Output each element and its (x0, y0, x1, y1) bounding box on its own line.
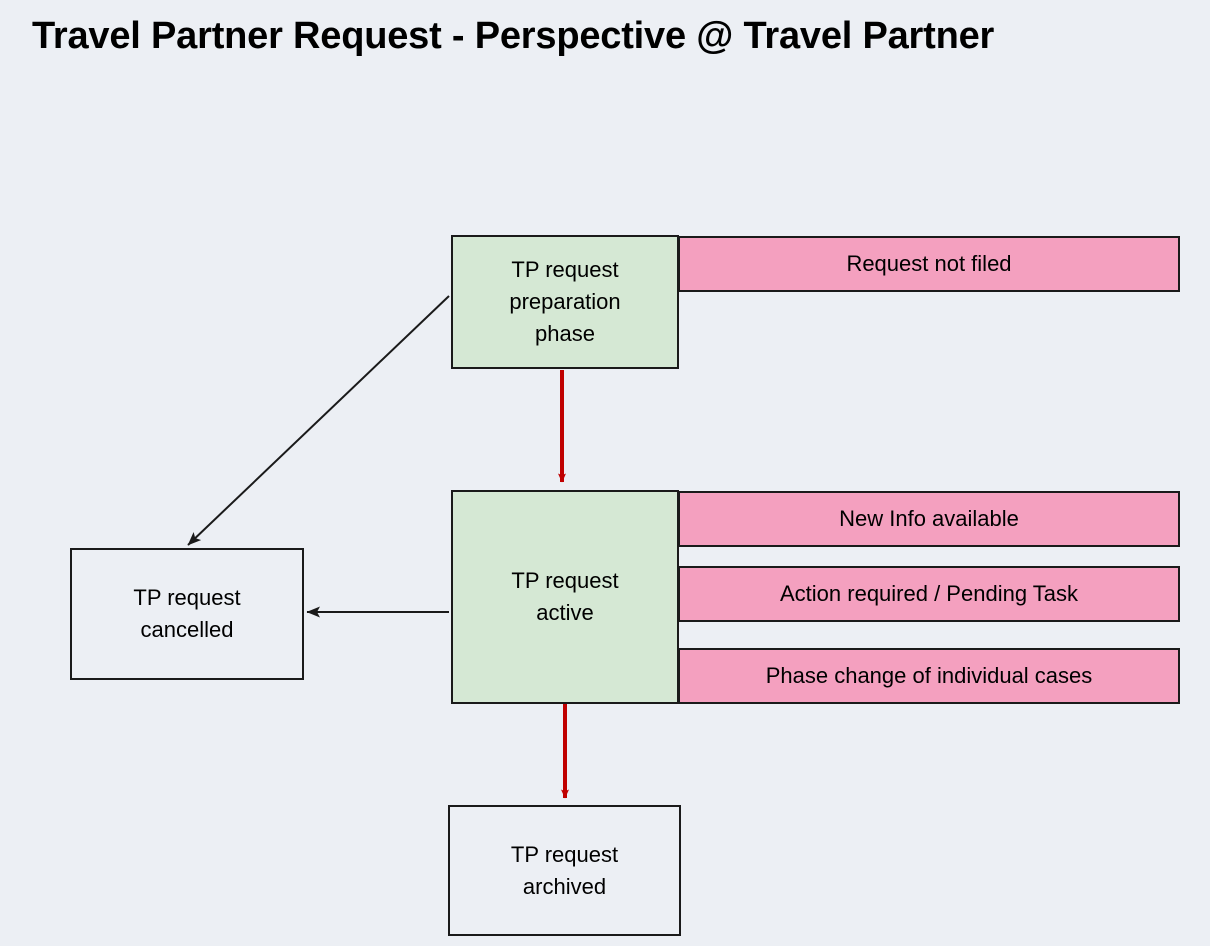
event-label-request-not-filed: Request not filed (846, 251, 1012, 277)
state-label-cancelled-line1: TP request (133, 585, 241, 611)
state-label-active-line1: TP request (511, 568, 619, 594)
state-node-cancelled[interactable]: TP request cancelled (70, 548, 304, 680)
event-label-new-info-available: New Info available (839, 506, 1019, 532)
state-label-preparation-line2: preparation (509, 289, 621, 315)
event-label-action-required-pending-task: Action required / Pending Task (780, 581, 1078, 607)
event-node-phase-change-individual-cases[interactable]: Phase change of individual cases (678, 648, 1180, 704)
event-label-phase-change-individual-cases: Phase change of individual cases (765, 663, 1093, 689)
page-title: Travel Partner Request - Perspective @ T… (32, 15, 995, 57)
state-node-archived[interactable]: TP request archived (448, 805, 681, 936)
state-label-active: TP request active (459, 565, 671, 629)
event-node-request-not-filed[interactable]: Request not filed (678, 236, 1180, 292)
event-node-action-required-pending-task[interactable]: Action required / Pending Task (678, 566, 1180, 622)
state-label-active-line2: active (536, 600, 594, 625)
state-label-archived-line1: TP request (510, 841, 619, 867)
state-label-preparation: TP request preparation phase (459, 254, 671, 350)
state-label-archived-line2: archived (522, 873, 607, 899)
state-node-preparation[interactable]: TP request preparation phase (451, 235, 679, 369)
state-label-preparation-line3: phase (535, 320, 595, 346)
state-label-preparation-line1: TP request (511, 257, 619, 283)
state-label-cancelled: TP request cancelled (78, 582, 296, 646)
state-label-archived: TP request archived (456, 839, 673, 903)
state-label-cancelled-line2: cancelled (140, 617, 234, 642)
state-node-active[interactable]: TP request active (451, 490, 679, 704)
edge-preparation-to-cancelled (187, 295, 450, 546)
event-node-new-info-available[interactable]: New Info available (678, 491, 1180, 547)
